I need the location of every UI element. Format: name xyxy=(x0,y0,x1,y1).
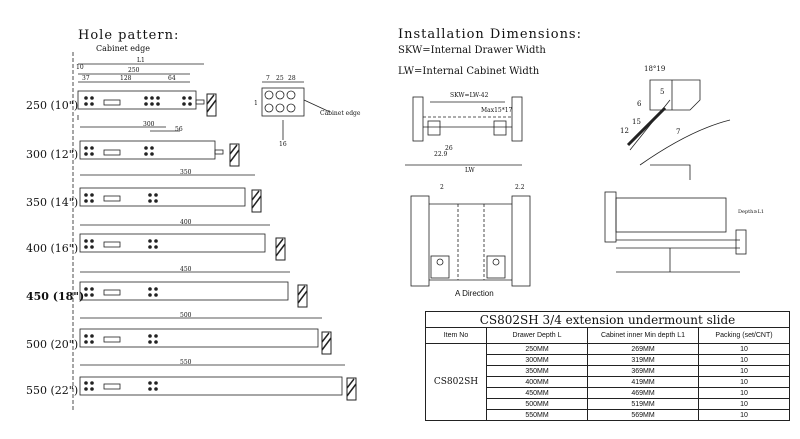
header-min-depth: Cabinet inner Min depth L1 xyxy=(587,327,699,344)
size-label-450: 450 (18") xyxy=(26,290,85,303)
angle-18-19: 18°19 xyxy=(644,65,666,73)
size-label-550: 550 (22") xyxy=(26,384,79,397)
drawer-length-450: 450 xyxy=(180,266,192,273)
packing-cell: 10 xyxy=(698,398,790,410)
side-depth-label: Depth≥L1 xyxy=(738,209,765,215)
depth-cell: 550MM xyxy=(486,409,588,421)
min-depth-cell: 519MM xyxy=(587,398,699,410)
depth-cell: 300MM xyxy=(486,354,588,366)
drawer-length-550: 550 xyxy=(180,359,192,366)
packing-cell: 10 xyxy=(698,354,790,366)
dim-10: 10 xyxy=(76,64,84,71)
item-no-cell: CS802SH xyxy=(425,343,487,421)
front-skw: SKW=LW-42 xyxy=(450,92,489,99)
packing-cell: 10 xyxy=(698,387,790,399)
section-dim-2: 2 xyxy=(440,184,444,191)
detail-cabinet-edge: Cabinet edge xyxy=(320,110,361,117)
header-packing: Packing (set/CNT) xyxy=(698,327,790,344)
size-label-500: 500 (20") xyxy=(26,338,79,351)
packing-cell: 10 xyxy=(698,376,790,388)
depth-cell: 400MM xyxy=(486,376,588,388)
angle-dim-15: 15 xyxy=(632,118,641,126)
table-row: CS802SH 250MM 269MM 10 xyxy=(425,343,790,421)
min-depth-cell: 469MM xyxy=(587,387,699,399)
packing-cell: 10 xyxy=(698,365,790,377)
depth-cell: 350MM xyxy=(486,365,588,377)
front-dim-26: 26 xyxy=(445,145,453,152)
min-depth-cell: 369MM xyxy=(587,365,699,377)
detail-dim-28: 28 xyxy=(288,75,296,82)
angle-dim-12: 12 xyxy=(620,127,629,135)
depth-cell: 500MM xyxy=(486,398,588,410)
detail-dim-25: 25 xyxy=(276,75,284,82)
size-label-400: 400 (16") xyxy=(26,242,79,255)
detail-dim-16: 16 xyxy=(279,141,287,148)
drawer-length-300: 300 xyxy=(143,121,155,128)
packing-cell: 10 xyxy=(698,409,790,421)
header-item-no: Item No xyxy=(425,327,487,344)
a-direction-label: A Direction xyxy=(455,289,494,298)
spec-table: Item No Drawer Depth L Cabinet inner Min… xyxy=(425,327,790,421)
drawer-length-350: 350 xyxy=(180,169,192,176)
cabinet-edge-label: Cabinet edge xyxy=(96,44,150,53)
drawer-length-500: 500 xyxy=(180,312,192,319)
min-depth-cell: 319MM xyxy=(587,354,699,366)
angle-dim-7: 7 xyxy=(676,128,681,136)
dim-128: 128 xyxy=(120,75,132,82)
dim-l1: L1 xyxy=(137,57,145,64)
size-label-350: 350 (14") xyxy=(26,196,79,209)
front-dim-22-9: 22.9 xyxy=(434,151,448,158)
angle-dim-6: 6 xyxy=(637,100,642,108)
min-depth-cell: 269MM xyxy=(587,343,699,355)
size-label-250: 250 (10") xyxy=(26,99,79,112)
skw-definition: SKW=Internal Drawer Width xyxy=(398,45,546,56)
lw-definition: LW=Internal Cabinet Width xyxy=(398,66,540,77)
detail-dim-7: 7 xyxy=(266,75,270,82)
front-max: Max15*17 xyxy=(481,107,513,114)
drawer-length-400: 400 xyxy=(180,219,192,226)
spec-table-title: CS802SH 3/4 extension undermount slide xyxy=(425,311,790,327)
min-depth-cell: 569MM xyxy=(587,409,699,421)
dim-37: 37 xyxy=(82,75,90,82)
dim-250: 250 xyxy=(128,67,140,74)
depth-cell: 450MM xyxy=(486,387,588,399)
size-label-300: 300 (12") xyxy=(26,148,79,161)
dim-56: 56 xyxy=(175,126,183,133)
packing-cell: 10 xyxy=(698,343,790,355)
angle-dim-5: 5 xyxy=(660,88,665,96)
depth-cell: 250MM xyxy=(486,343,588,355)
header-drawer-depth: Drawer Depth L xyxy=(486,327,588,344)
installation-title: Installation Dimensions: xyxy=(398,27,582,42)
hole-pattern-title: Hole pattern: xyxy=(78,28,180,43)
table-row: 550MM 569MM 10 xyxy=(426,409,790,421)
section-dim-2-2: 2.2 xyxy=(515,184,525,191)
front-lw: LW xyxy=(465,167,475,174)
detail-dim-1: 1 xyxy=(254,100,258,107)
dim-64: 64 xyxy=(168,75,176,82)
min-depth-cell: 419MM xyxy=(587,376,699,388)
